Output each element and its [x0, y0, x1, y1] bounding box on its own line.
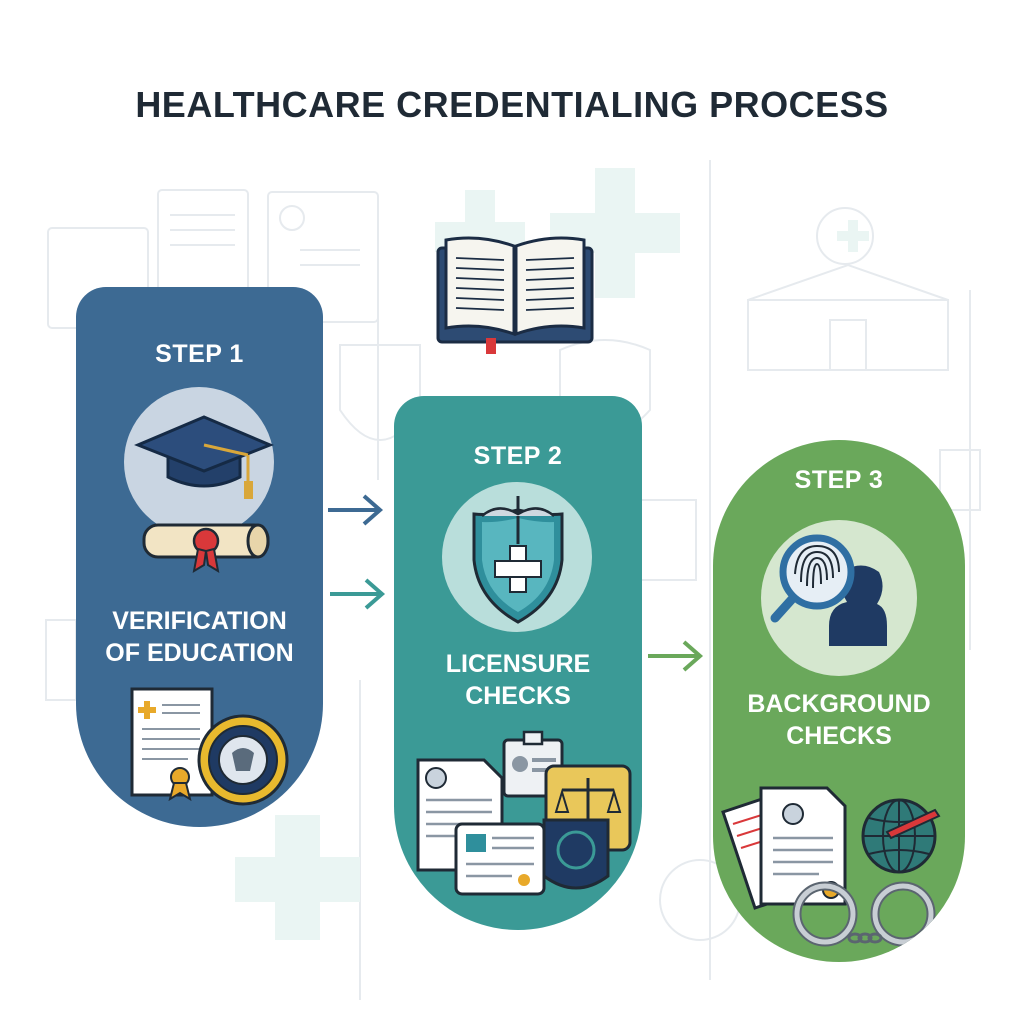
- step-3-label: STEP 3: [794, 466, 884, 494]
- step-1-text-line2: OF EDUCATION: [105, 639, 294, 667]
- graduation-cap-icon: [134, 415, 274, 499]
- document-stack-icon: [721, 786, 847, 910]
- open-book-icon: [436, 236, 594, 354]
- fingerprint-search-icon: [770, 534, 887, 646]
- arrow-1-to-2-upper-icon: [328, 494, 384, 526]
- globe-icon: [861, 798, 941, 874]
- step-2-text-line1: LICENSURE: [445, 650, 591, 678]
- step-3-text-line1: BACKGROUND: [747, 690, 931, 718]
- step-2-text: LICENSURE CHECKS: [394, 648, 642, 712]
- handcuffs-icon: [792, 881, 936, 947]
- step-2-label: STEP 2: [473, 442, 563, 470]
- arrow-2-to-3-icon: [648, 640, 704, 672]
- professional-license-card-icon: [454, 822, 546, 896]
- page-title: HEALTHCARE CREDENTIALING PROCESS: [135, 84, 889, 125]
- certificate-icon: [130, 687, 214, 802]
- step-3-text-line2: CHECKS: [786, 722, 892, 750]
- step-1-text-line1: VERIFICATION: [112, 607, 287, 635]
- diploma-scroll-icon: [142, 523, 270, 573]
- seal-icon: [197, 714, 289, 806]
- step-2-text-line2: CHECKS: [465, 682, 571, 710]
- caduceus-shield-icon: [472, 496, 564, 624]
- step-1-card: STEP 1 VERIFICATION OF EDUCATION: [76, 287, 323, 827]
- medical-badge-icon: [542, 818, 610, 890]
- step-3-text: BACKGROUND CHECKS: [713, 688, 965, 752]
- arrow-1-to-2-lower-icon: [330, 578, 386, 610]
- step-2-card: STEP 2 LICENSURE CHECKS: [394, 396, 642, 930]
- step-1-label: STEP 1: [155, 340, 244, 368]
- step-3-card: STEP 3 BACKGROUND CHECKS: [713, 440, 965, 962]
- step-1-text: VERIFICATION OF EDUCATION: [76, 605, 323, 669]
